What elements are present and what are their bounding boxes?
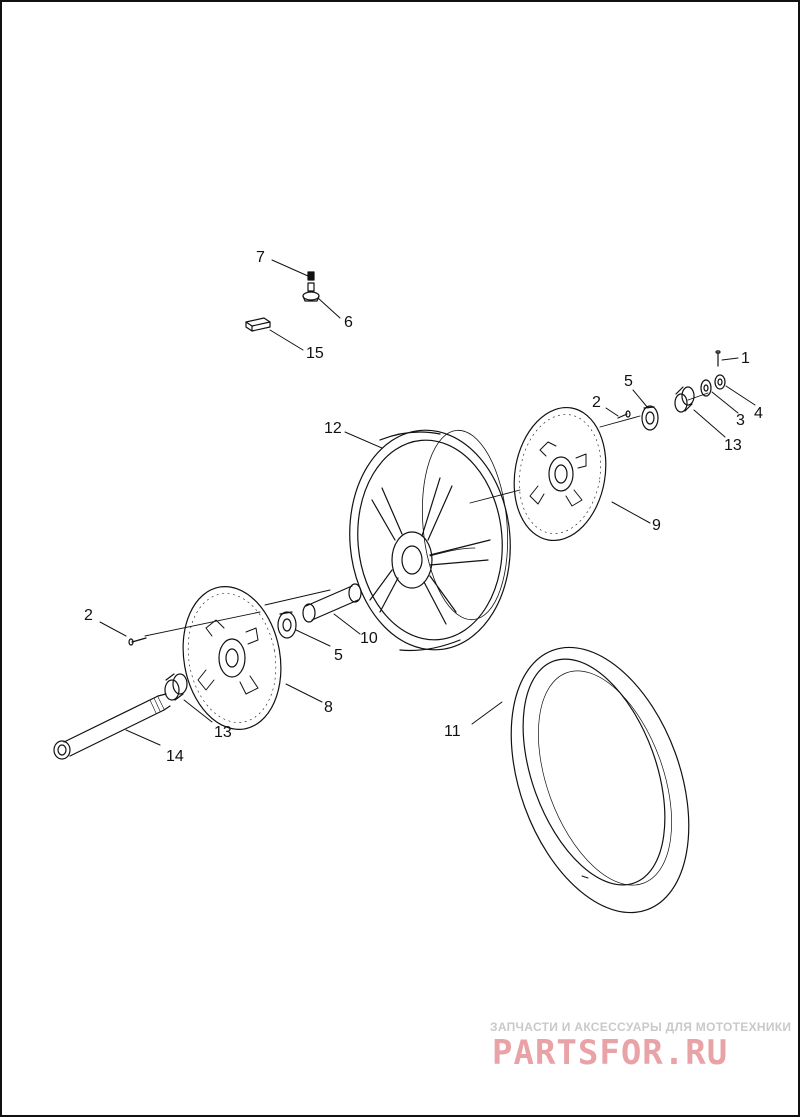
washer-part-3 (700, 379, 712, 397)
brake-rotor-left (182, 586, 282, 730)
tire (510, 646, 690, 914)
bearing-part-5-left (277, 611, 297, 639)
callout-10: 10 (360, 630, 378, 647)
axle-centerline (144, 392, 709, 637)
callout-11: 11 (444, 723, 461, 740)
callout-13-upper: 13 (724, 437, 742, 454)
screw-part-1 (715, 350, 721, 367)
callout-2-upper: 2 (592, 394, 601, 411)
callout-9: 9 (652, 517, 661, 534)
brake-rotor-right (513, 406, 607, 542)
callout-8: 8 (324, 699, 333, 716)
spacer-part-13-left (164, 673, 188, 701)
leader-lines (99, 259, 756, 746)
front-axle (53, 693, 171, 760)
callout-12: 12 (324, 420, 342, 437)
spacer-part-13-right (674, 386, 695, 413)
screw-part-2-right (617, 410, 631, 419)
valve-core-part (307, 271, 315, 281)
watermark-tagline: ЗАПЧАСТИ И АКСЕССУАРЫ ДЛЯ МОТОТЕХНИКИ (490, 1020, 792, 1034)
callout-1: 1 (741, 350, 750, 367)
bearing-part-5-right (641, 405, 659, 431)
callout-6: 6 (344, 314, 353, 331)
callout-14: 14 (166, 748, 184, 765)
callout-5-lower: 5 (334, 647, 343, 664)
valve-stem-part (302, 282, 320, 302)
callout-labels: 7 6 15 1 5 2 4 3 12 13 9 2 10 5 8 11 13 … (84, 249, 763, 765)
spacer-tube (302, 583, 362, 623)
balance-weight-part (245, 317, 271, 332)
callout-13-lower: 13 (214, 724, 232, 741)
callout-4: 4 (754, 405, 763, 422)
callout-15: 15 (306, 345, 324, 362)
callout-2-lower: 2 (84, 607, 93, 624)
callout-3: 3 (736, 412, 745, 429)
watermark-logo: PARTSFOR.RU (492, 1033, 729, 1073)
screw-part-2-left (128, 637, 147, 646)
callout-5-upper: 5 (624, 373, 633, 390)
callout-7: 7 (256, 249, 265, 266)
lockwasher-part-4 (714, 374, 726, 390)
cast-wheel (349, 429, 511, 652)
